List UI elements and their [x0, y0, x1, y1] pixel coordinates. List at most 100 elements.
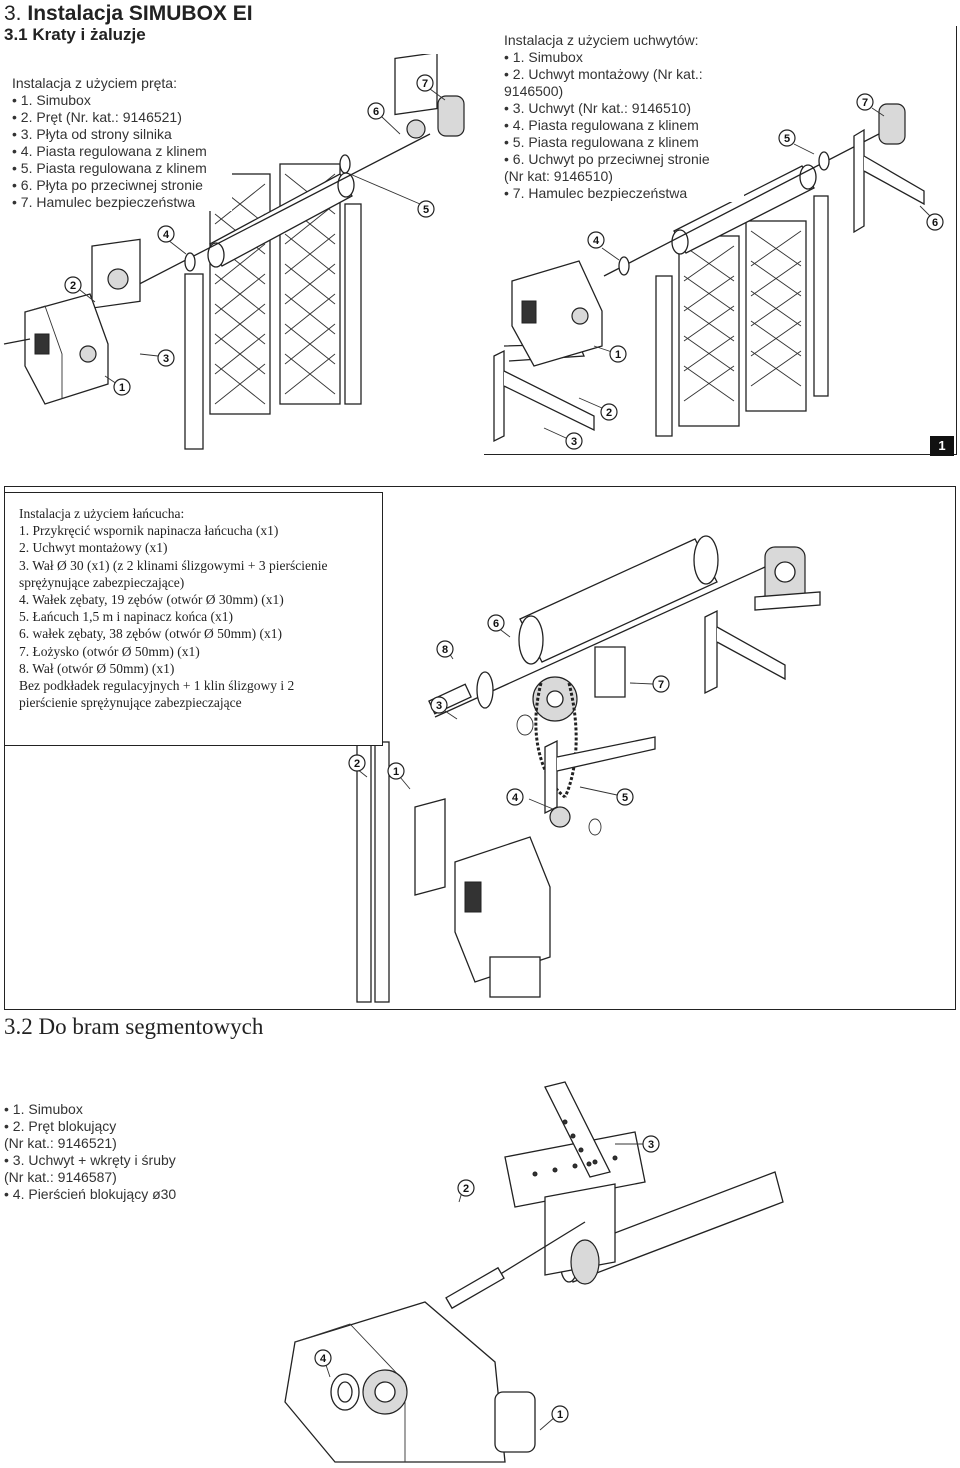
- svg-text:5: 5: [423, 204, 429, 216]
- rod-install-list: • 1. Simubox • 2. Pręt (Nr. kat.: 914652…: [12, 92, 232, 211]
- mounting-bracket: [493, 349, 505, 443]
- list-item: • 1. Simubox: [504, 49, 583, 65]
- sprocket-19: [549, 806, 571, 828]
- list-item: 8. Wał (otwór Ø 50mm) (x1): [19, 660, 175, 676]
- svg-text:6: 6: [932, 217, 938, 229]
- list-item: Bez podkładek regulacyjnych + 1 klin śli…: [19, 678, 295, 694]
- simubox-motor: [24, 293, 109, 405]
- svg-text:1: 1: [119, 382, 125, 394]
- svg-text:4: 4: [163, 229, 170, 241]
- chain-tensioner-bracket: [594, 646, 626, 698]
- bracket-install-list: • 1. Simubox • 2. Uchwyt montażowy (Nr k…: [504, 49, 744, 202]
- roller-tube-50: [519, 538, 718, 663]
- hub-4: [184, 252, 196, 272]
- list-item: (Nr kat: 9146510): [504, 168, 613, 184]
- list-item: • 7. Hamulec bezpieczeństwa: [12, 194, 196, 210]
- list-item: (Nr kat.: 9146587): [4, 1169, 117, 1185]
- rail-left: [184, 273, 204, 450]
- list-item: sprężynujące zabezpieczające): [19, 574, 185, 590]
- chain-install-heading: Instalacja z użyciem łańcucha:: [19, 506, 185, 521]
- list-item: • 1. Simubox: [12, 92, 91, 108]
- svg-text:3: 3: [436, 700, 442, 712]
- list-item: • 3. Uchwyt + wkręty i śruby: [4, 1152, 176, 1168]
- segment-door-list: • 1. Simubox • 2. Pręt blokujący (Nr kat…: [4, 1101, 204, 1203]
- svg-text:2: 2: [606, 407, 612, 419]
- list-item: • 7. Hamulec bezpieczeństwa: [504, 185, 688, 201]
- svg-text:3: 3: [163, 353, 169, 365]
- mounting-bracket-right: [704, 609, 718, 695]
- chain-install-legend: Instalacja z użyciem łańcucha: 1. Przykr…: [4, 492, 383, 746]
- motor-plate: [414, 798, 446, 896]
- list-item: • 2. Pręt blokujący: [4, 1118, 117, 1134]
- list-item: • 2. Uchwyt montażowy (Nr kat.:: [504, 66, 703, 82]
- bracket-install-legend: Instalacja z użyciem uchwytów: • 1. Simu…: [504, 32, 744, 202]
- hub-5: [339, 154, 351, 174]
- list-item: (Nr kat.: 9146521): [4, 1135, 117, 1151]
- list-item: 5. Łańcuch 1,5 m i napinacz końca (x1): [19, 609, 234, 625]
- safety-brake: [878, 103, 906, 145]
- list-item: • 4. Pierścień blokujący ø30: [4, 1186, 177, 1202]
- title-number: 3.: [4, 2, 22, 25]
- list-item: • 3. Płyta od strony silnika: [12, 126, 172, 142]
- locking-arm: [544, 1081, 611, 1178]
- svg-text:7: 7: [658, 679, 664, 691]
- list-item: • 3. Uchwyt (Nr kat.: 9146510): [504, 100, 691, 116]
- bracket-install-drawing: 1 2 3 4 5 6 7: [493, 93, 944, 450]
- svg-text:2: 2: [70, 280, 76, 292]
- figure-number-badge: 1: [930, 436, 954, 456]
- list-item: 1. Przykręcić wspornik napinacza łańcuch…: [19, 523, 279, 539]
- list-item: • 4. Piasta regulowana z klinem: [504, 117, 699, 133]
- svg-text:7: 7: [422, 78, 428, 90]
- list-item: • 1. Simubox: [4, 1101, 83, 1117]
- svg-text:1: 1: [615, 349, 621, 361]
- list-item: • 2. Pręt (Nr. kat.: 9146521): [12, 109, 182, 125]
- chain-install-list: 1. Przykręcić wspornik napinacza łańcuch…: [19, 522, 382, 711]
- opposite-plate: [394, 54, 438, 116]
- svg-text:2: 2: [463, 1183, 469, 1195]
- list-item: • 4. Piasta regulowana z klinem: [12, 143, 207, 159]
- svg-text:5: 5: [622, 792, 628, 804]
- svg-text:3: 3: [648, 1139, 654, 1151]
- list-item: • 6. Uchwyt po przeciwnej stronie: [504, 151, 710, 167]
- guide-rail: [356, 741, 372, 1003]
- list-item: 2. Uchwyt montażowy (x1): [19, 540, 168, 556]
- title-text: Instalacja SIMUBOX EI: [27, 2, 253, 25]
- rod: [119, 133, 431, 295]
- segment-door-drawing: 1 2 3 4: [284, 1081, 784, 1463]
- svg-text:7: 7: [862, 97, 868, 109]
- section-heading-3-2: 3.2 Do bram segmentowych: [4, 1014, 264, 1039]
- list-item: 6. wałek zębaty, 38 zębów (otwór Ø 50mm)…: [19, 626, 283, 642]
- rod-install-legend: Instalacja z użyciem pręta: • 1. Simubox…: [12, 75, 232, 211]
- svg-text:4: 4: [320, 1353, 327, 1365]
- section-heading-3-1: 3.1 Kraty i żaluzje: [4, 25, 146, 44]
- list-item: 9146500): [504, 83, 564, 99]
- figure-rod-install: 1 2 3 4 5 6 7: [0, 54, 480, 454]
- svg-text:1: 1: [557, 1409, 563, 1421]
- list-item: • 5. Piasta regulowana z klinem: [12, 160, 207, 176]
- svg-text:5: 5: [784, 133, 790, 145]
- svg-text:6: 6: [373, 106, 379, 118]
- simubox-motor: [511, 260, 603, 367]
- bracket-install-heading: Instalacja z użyciem uchwytów:: [504, 32, 699, 48]
- svg-text:6: 6: [493, 618, 499, 630]
- mounting-bracket-lower: [544, 739, 558, 815]
- svg-text:3: 3: [571, 436, 577, 448]
- list-item: 7. Łożysko (otwór Ø 50mm) (x1): [19, 643, 200, 659]
- svg-text:8: 8: [442, 644, 448, 656]
- svg-text:4: 4: [512, 792, 519, 804]
- grille-panel-left: [678, 235, 740, 427]
- list-item: • 6. Płyta po przeciwnej stronie: [12, 177, 203, 193]
- hub-4: [618, 256, 630, 276]
- svg-text:2: 2: [354, 758, 360, 770]
- figure-bracket-install-frame: 1 2 3 4 5 6 7: [484, 26, 957, 455]
- rail-left: [655, 275, 673, 437]
- list-item: 3. Wał Ø 30 (x1) (z 2 klinami ślizgowymi…: [19, 557, 328, 573]
- callouts-fig-a: 1 2 3 4 5 6 7: [64, 74, 446, 396]
- callouts-fig-c: 1 2 3 4 5 6 7 8: [348, 614, 670, 810]
- rod-install-heading: Instalacja z użyciem pręta:: [12, 75, 177, 91]
- list-item: pierścienie sprężynujące zabezpieczające: [19, 695, 242, 711]
- callouts-fig-b: 1 2 3 4 5 6 7: [543, 93, 944, 450]
- grille-panel-right: [745, 220, 807, 412]
- chain: [534, 682, 566, 799]
- page-title: 3. Instalacja SIMUBOX EI: [4, 2, 253, 26]
